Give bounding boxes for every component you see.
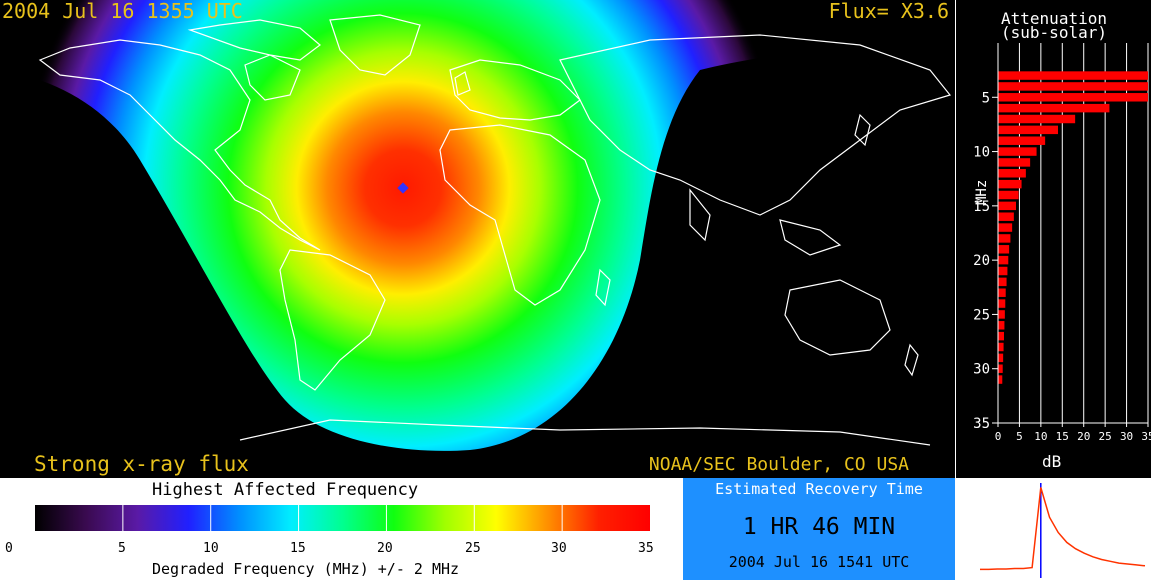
- attenuation-xtick-label: 15: [1056, 430, 1069, 443]
- absorption-map-graphic: [0, 0, 955, 451]
- attenuation-ytick-label: 10: [973, 145, 990, 161]
- attenuation-ytick-label: 20: [973, 253, 990, 269]
- scale-gradient-rect: [35, 505, 650, 531]
- scale-tick-label: 10: [203, 541, 219, 556]
- attenuation-bar: [998, 255, 1009, 265]
- attenuation-bar: [998, 342, 1004, 352]
- xray-flux-plot-svg: [980, 483, 1146, 578]
- recovery-label: Estimated Recovery Time: [715, 480, 923, 498]
- attenuation-bar: [998, 147, 1037, 156]
- color-scale-bar: 0 5 10 15 20 25 30 35: [5, 505, 654, 556]
- absorption-region: [0, 0, 955, 451]
- attenuation-bar: [998, 136, 1046, 145]
- coastlines: [38, 14, 952, 446]
- xray-flux-plot: [955, 478, 1151, 580]
- scale-tick-label: 15: [290, 541, 306, 556]
- flux-label: Flux= X3.6: [828, 0, 949, 23]
- attenuation-bar: [998, 310, 1005, 319]
- attenuation-xtick-label: 25: [1099, 430, 1112, 443]
- recovery-end-time: 2004 Jul 16 1541 UTC: [728, 553, 910, 571]
- attenuation-bar: [998, 288, 1006, 297]
- attenuation-bar: [998, 299, 1006, 308]
- d-region-absorption-map: 2004 Jul 16 1355 UTC Flux= X3.6 Strong x…: [0, 0, 955, 478]
- xray-flux-line: [980, 487, 1146, 571]
- attenuation-xtick-label: 20: [1077, 430, 1090, 443]
- attenuation-ytick-label: 25: [973, 307, 990, 323]
- attenuation-bar: [998, 245, 1010, 254]
- attenuation-xtick-label: 35: [1141, 430, 1151, 443]
- attenuation-bar: [998, 234, 1011, 243]
- attenuation-xtick-label: 0: [995, 430, 1002, 443]
- attenuation-bar: [998, 212, 1014, 221]
- attenuation-bar: [998, 114, 1076, 124]
- sub-solar-point-marker: [397, 182, 409, 194]
- scale-tick-label: 25: [465, 541, 481, 556]
- attenuation-xtick-label: 10: [1034, 430, 1047, 443]
- attenuation-bar: [998, 321, 1005, 330]
- scale-tick-label: 30: [551, 541, 567, 556]
- attenuation-bar: [998, 353, 1004, 363]
- attenuation-ylabel: MHz: [974, 179, 990, 205]
- attenuation-bar: [998, 158, 1031, 167]
- attenuation-xtick-label: 30: [1120, 430, 1133, 443]
- attenuation-bar: [998, 71, 1148, 80]
- attenuation-bar: [998, 375, 1003, 384]
- scale-xlabel: Degraded Frequency (MHz) +/- 2 MHz: [152, 560, 460, 578]
- scale-tick-label: 0: [5, 541, 13, 556]
- attenuation-bar: [998, 179, 1022, 189]
- attenuation-bar: [998, 125, 1058, 135]
- scale-tick-label: 35: [638, 541, 654, 556]
- attenuation-ytick-label: 35: [973, 416, 990, 432]
- attenuation-title-line1: Attenuation: [1001, 9, 1107, 28]
- flux-strength-label: Strong x-ray flux: [34, 452, 249, 476]
- attenuation-bar: [998, 223, 1013, 232]
- attenuation-bar: [998, 169, 1026, 178]
- attenuation-bar: [998, 201, 1016, 211]
- attenuation-bar: [998, 82, 1148, 91]
- scale-tick-label: 20: [377, 541, 393, 556]
- attenuation-bar: [998, 266, 1008, 276]
- recovery-time-panel: Estimated Recovery Time 1 HR 46 MIN 2004…: [683, 478, 955, 580]
- attenuation-bar: [998, 93, 1148, 102]
- recovery-duration: 1 HR 46 MIN: [742, 514, 896, 540]
- attenuation-bar: [998, 364, 1003, 373]
- scale-tick-label: 5: [118, 541, 126, 556]
- source-credit-label: NOAA/SEC Boulder, CO USA: [648, 454, 909, 475]
- scale-title: Highest Affected Frequency: [152, 480, 419, 500]
- attenuation-xlabel: dB: [1042, 452, 1062, 471]
- attenuation-xtick-label: 5: [1016, 430, 1023, 443]
- attenuation-ytick-label: 5: [982, 90, 990, 106]
- attenuation-bars-svg: 5 10 15 20 25 30 35 0 5 10 15 20 25 30 35: [973, 43, 1151, 443]
- attenuation-ytick-label: 15: [973, 199, 990, 215]
- timestamp-label: 2004 Jul 16 1355 UTC: [2, 0, 243, 23]
- attenuation-bar: [998, 277, 1007, 287]
- attenuation-ytick-label: 30: [973, 362, 990, 378]
- attenuation-title-line2: (sub-solar): [1001, 23, 1107, 42]
- frequency-color-scale: Highest Affected Frequency 0 5 10 15 20 25 30 3…: [0, 478, 683, 580]
- attenuation-bar: [998, 331, 1004, 341]
- attenuation-bar: [998, 190, 1019, 200]
- attenuation-bar: [998, 103, 1110, 113]
